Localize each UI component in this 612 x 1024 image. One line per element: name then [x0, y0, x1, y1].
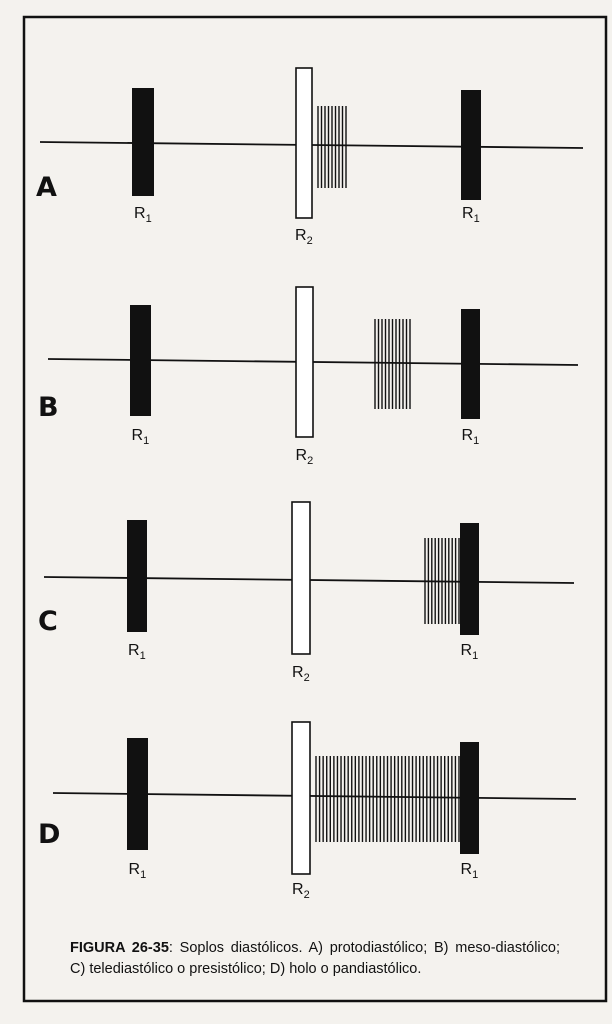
figure-caption: FIGURA 26-35: Soplos diastólicos. A) pro…	[70, 938, 560, 980]
panel-letter: C	[38, 606, 58, 637]
first-sound-bar-right	[460, 523, 479, 635]
second-sound-bar	[295, 67, 313, 219]
second-sound-label: R2	[292, 881, 310, 901]
second-sound-label: R2	[295, 227, 313, 247]
caption-text: : Soplos diastólicos. A) protodiastólico…	[70, 940, 560, 977]
murmur-strokes	[374, 319, 411, 409]
first-sound-bar-left	[130, 305, 151, 416]
first-sound-bar-left	[127, 738, 148, 850]
first-sound-label-left: R1	[132, 427, 150, 447]
first-sound-label-right: R1	[461, 642, 479, 662]
panel-letter: D	[38, 819, 60, 850]
first-sound-bar-right	[461, 309, 480, 419]
second-sound-bar	[295, 286, 314, 438]
second-sound-bar	[291, 501, 311, 655]
murmur-strokes	[315, 756, 460, 842]
second-sound-label: R2	[292, 664, 310, 684]
first-sound-label-right: R1	[462, 205, 480, 225]
murmur-strokes	[424, 538, 460, 624]
first-sound-bar-left	[127, 520, 147, 632]
first-sound-bar-left	[132, 88, 154, 196]
first-sound-label-left: R1	[129, 861, 147, 881]
second-sound-bar	[291, 721, 311, 875]
first-sound-label-left: R1	[134, 205, 152, 225]
first-sound-label-left: R1	[128, 642, 146, 662]
first-sound-bar-right	[461, 90, 481, 200]
panel-letter: A	[36, 172, 57, 203]
caption-label: FIGURA 26-35	[70, 940, 169, 956]
figure-frame	[22, 15, 608, 1003]
second-sound-label: R2	[296, 447, 314, 467]
panel-letter: B	[38, 392, 59, 423]
murmur-strokes	[317, 106, 347, 188]
first-sound-label-right: R1	[461, 861, 479, 881]
first-sound-bar-right	[460, 742, 479, 854]
first-sound-label-right: R1	[462, 427, 480, 447]
